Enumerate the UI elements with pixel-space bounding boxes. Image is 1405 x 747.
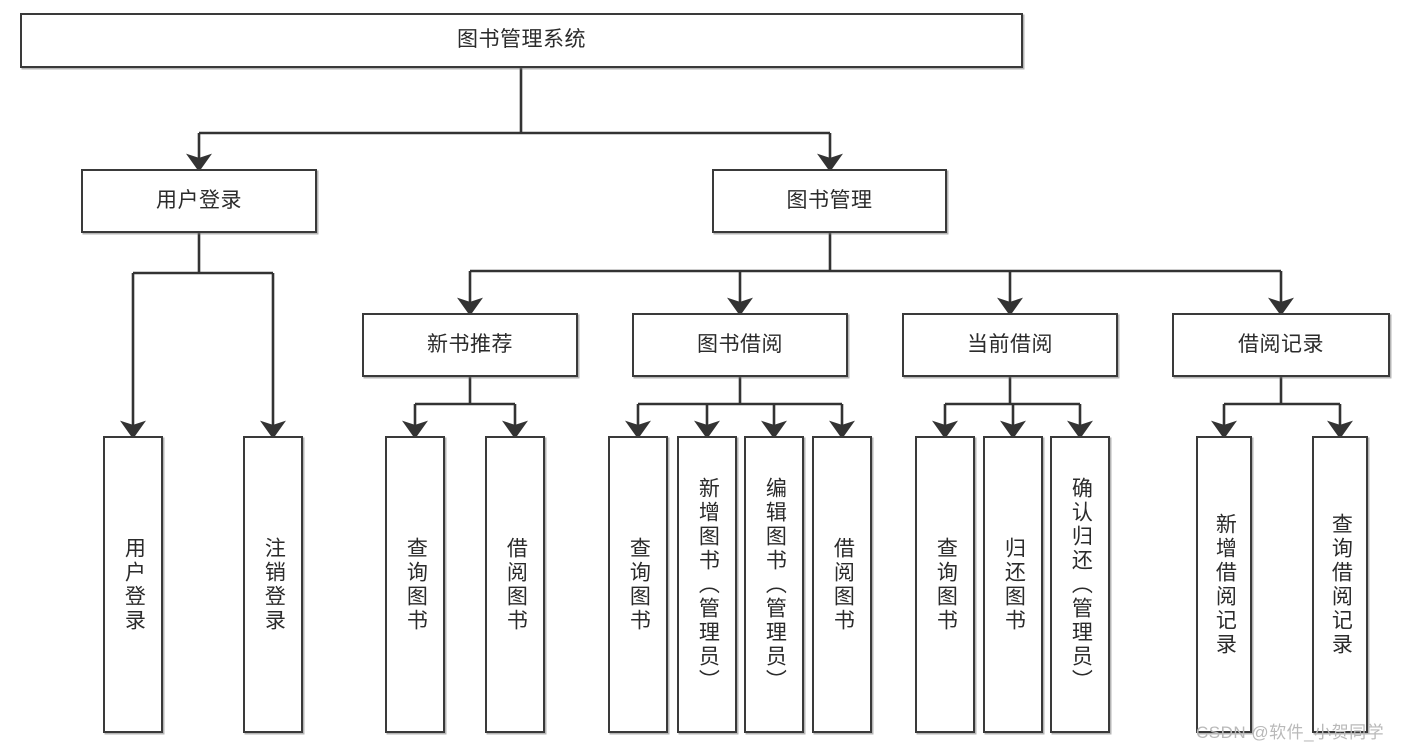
node-leaf-confirm-return-label: 确认归还（管理员） bbox=[1069, 476, 1093, 693]
node-book-manage-label: 图书管理 bbox=[786, 188, 873, 212]
connector-root-to-level2 bbox=[186, 68, 843, 172]
node-leaf-user-logout-label: 注销登录 bbox=[262, 536, 286, 633]
node-leaf-borrow-book[interactable]: 借阅图书 bbox=[812, 436, 872, 733]
node-leaf-query-book-borrow[interactable]: 查询图书 bbox=[608, 436, 668, 733]
node-book-borrow-label: 图书借阅 bbox=[697, 332, 783, 356]
node-root-label: 图书管理系统 bbox=[457, 28, 586, 52]
connector-userlogin-to-leaves bbox=[120, 233, 286, 439]
node-leaf-user-logout[interactable]: 注销登录 bbox=[243, 436, 303, 733]
node-borrow-record[interactable]: 借阅记录 bbox=[1172, 313, 1390, 377]
node-book-manage[interactable]: 图书管理 bbox=[712, 169, 947, 233]
connector-bookborrow-to-leaves bbox=[625, 377, 855, 439]
node-leaf-borrow-book-rec[interactable]: 借阅图书 bbox=[485, 436, 545, 733]
node-user-login[interactable]: 用户登录 bbox=[81, 169, 317, 233]
node-leaf-query-record-label: 查询借阅记录 bbox=[1329, 512, 1353, 657]
connector-bookmanage-to-level3 bbox=[457, 233, 1294, 316]
node-user-login-label: 用户登录 bbox=[156, 188, 242, 212]
node-leaf-edit-book-label: 编辑图书（管理员） bbox=[763, 476, 787, 693]
node-leaf-return-book[interactable]: 归还图书 bbox=[983, 436, 1043, 733]
node-leaf-query-book-cur[interactable]: 查询图书 bbox=[915, 436, 975, 733]
node-leaf-add-record[interactable]: 新增借阅记录 bbox=[1196, 436, 1252, 733]
node-borrow-record-label: 借阅记录 bbox=[1238, 332, 1324, 356]
node-book-borrow[interactable]: 图书借阅 bbox=[632, 313, 848, 377]
connector-newbook-to-leaves bbox=[402, 377, 528, 439]
node-leaf-user-login[interactable]: 用户登录 bbox=[103, 436, 163, 733]
node-leaf-query-book-rec[interactable]: 查询图书 bbox=[385, 436, 445, 733]
connector-currentborrow-to-leaves bbox=[932, 377, 1093, 439]
connector-borrowrecord-to-leaves bbox=[1211, 377, 1353, 439]
node-leaf-add-book-label: 新增图书（管理员） bbox=[696, 476, 720, 693]
node-leaf-query-book-borrow-label: 查询图书 bbox=[627, 536, 651, 633]
node-new-book-recommend-label: 新书推荐 bbox=[427, 332, 513, 356]
node-leaf-borrow-book-label: 借阅图书 bbox=[831, 536, 855, 633]
node-leaf-user-login-label: 用户登录 bbox=[122, 536, 146, 633]
node-leaf-return-book-label: 归还图书 bbox=[1002, 536, 1026, 633]
node-leaf-query-book-rec-label: 查询图书 bbox=[404, 536, 428, 633]
node-leaf-query-book-cur-label: 查询图书 bbox=[934, 536, 958, 633]
node-leaf-borrow-book-rec-label: 借阅图书 bbox=[504, 536, 528, 633]
node-root[interactable]: 图书管理系统 bbox=[20, 13, 1023, 68]
node-new-book-recommend[interactable]: 新书推荐 bbox=[362, 313, 578, 377]
node-leaf-confirm-return[interactable]: 确认归还（管理员） bbox=[1050, 436, 1110, 733]
node-leaf-edit-book[interactable]: 编辑图书（管理员） bbox=[744, 436, 804, 733]
node-leaf-add-book[interactable]: 新增图书（管理员） bbox=[677, 436, 737, 733]
node-current-borrow-label: 当前借阅 bbox=[967, 332, 1053, 356]
node-leaf-query-record[interactable]: 查询借阅记录 bbox=[1312, 436, 1368, 733]
node-current-borrow[interactable]: 当前借阅 bbox=[902, 313, 1118, 377]
node-leaf-add-record-label: 新增借阅记录 bbox=[1213, 512, 1237, 657]
